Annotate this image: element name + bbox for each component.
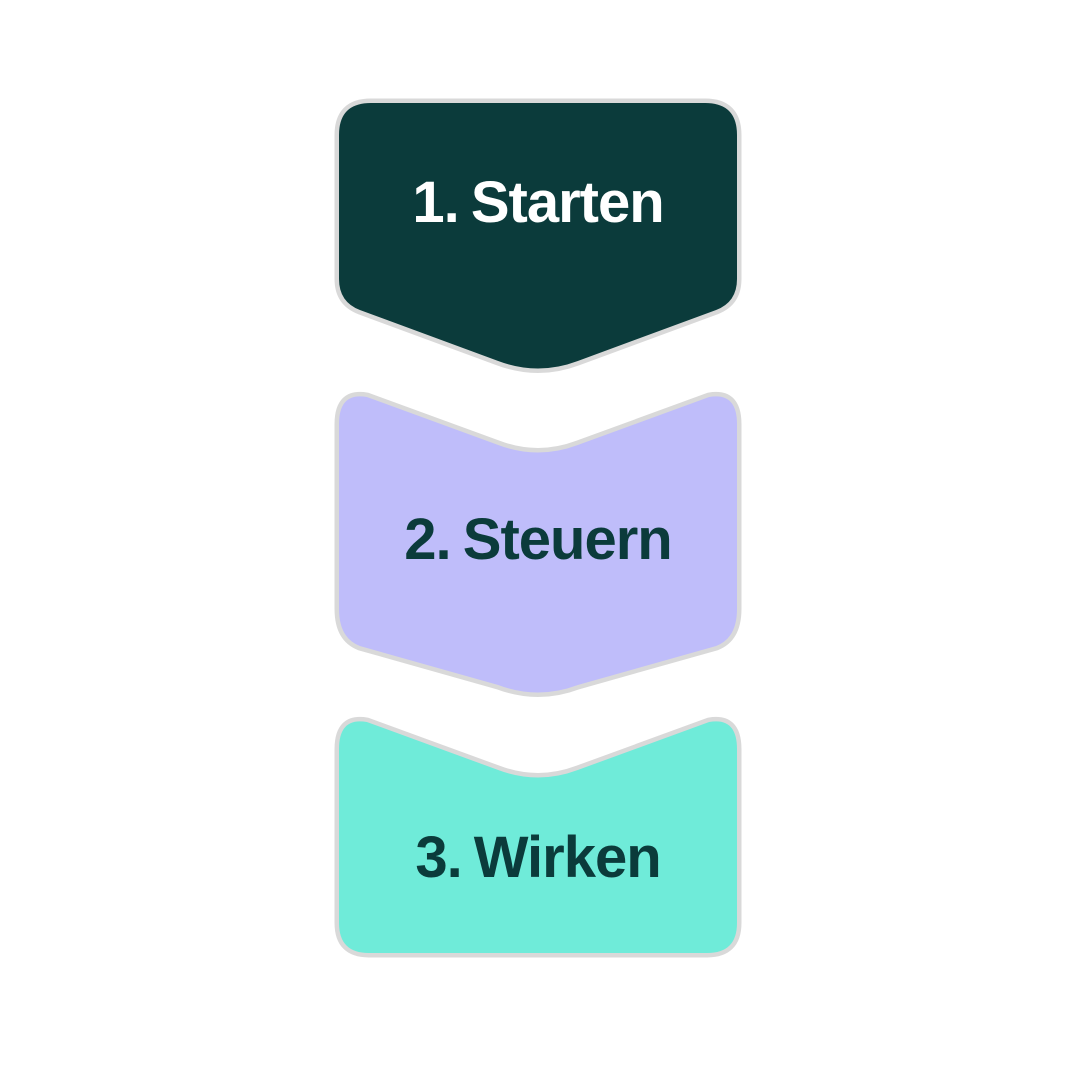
chevron-down-path-3 (334, 716, 742, 958)
chevron-down-path-2 (334, 391, 742, 697)
chevron-down-shape-2 (334, 391, 742, 697)
chevron-down-shape-3 (334, 716, 742, 958)
step-2-steuern: 2. Steuern (334, 390, 742, 697)
step-3-wirken: 3. Wirken (334, 715, 742, 958)
chevron-down-path-1 (334, 98, 742, 373)
chevron-down-shape-1 (334, 98, 742, 373)
step-2-label: 2. Steuern (404, 507, 672, 572)
step-3-label: 3. Wirken (415, 825, 661, 890)
step-1-starten: 1. Starten (334, 98, 742, 373)
step-1-label: 1. Starten (412, 170, 664, 235)
